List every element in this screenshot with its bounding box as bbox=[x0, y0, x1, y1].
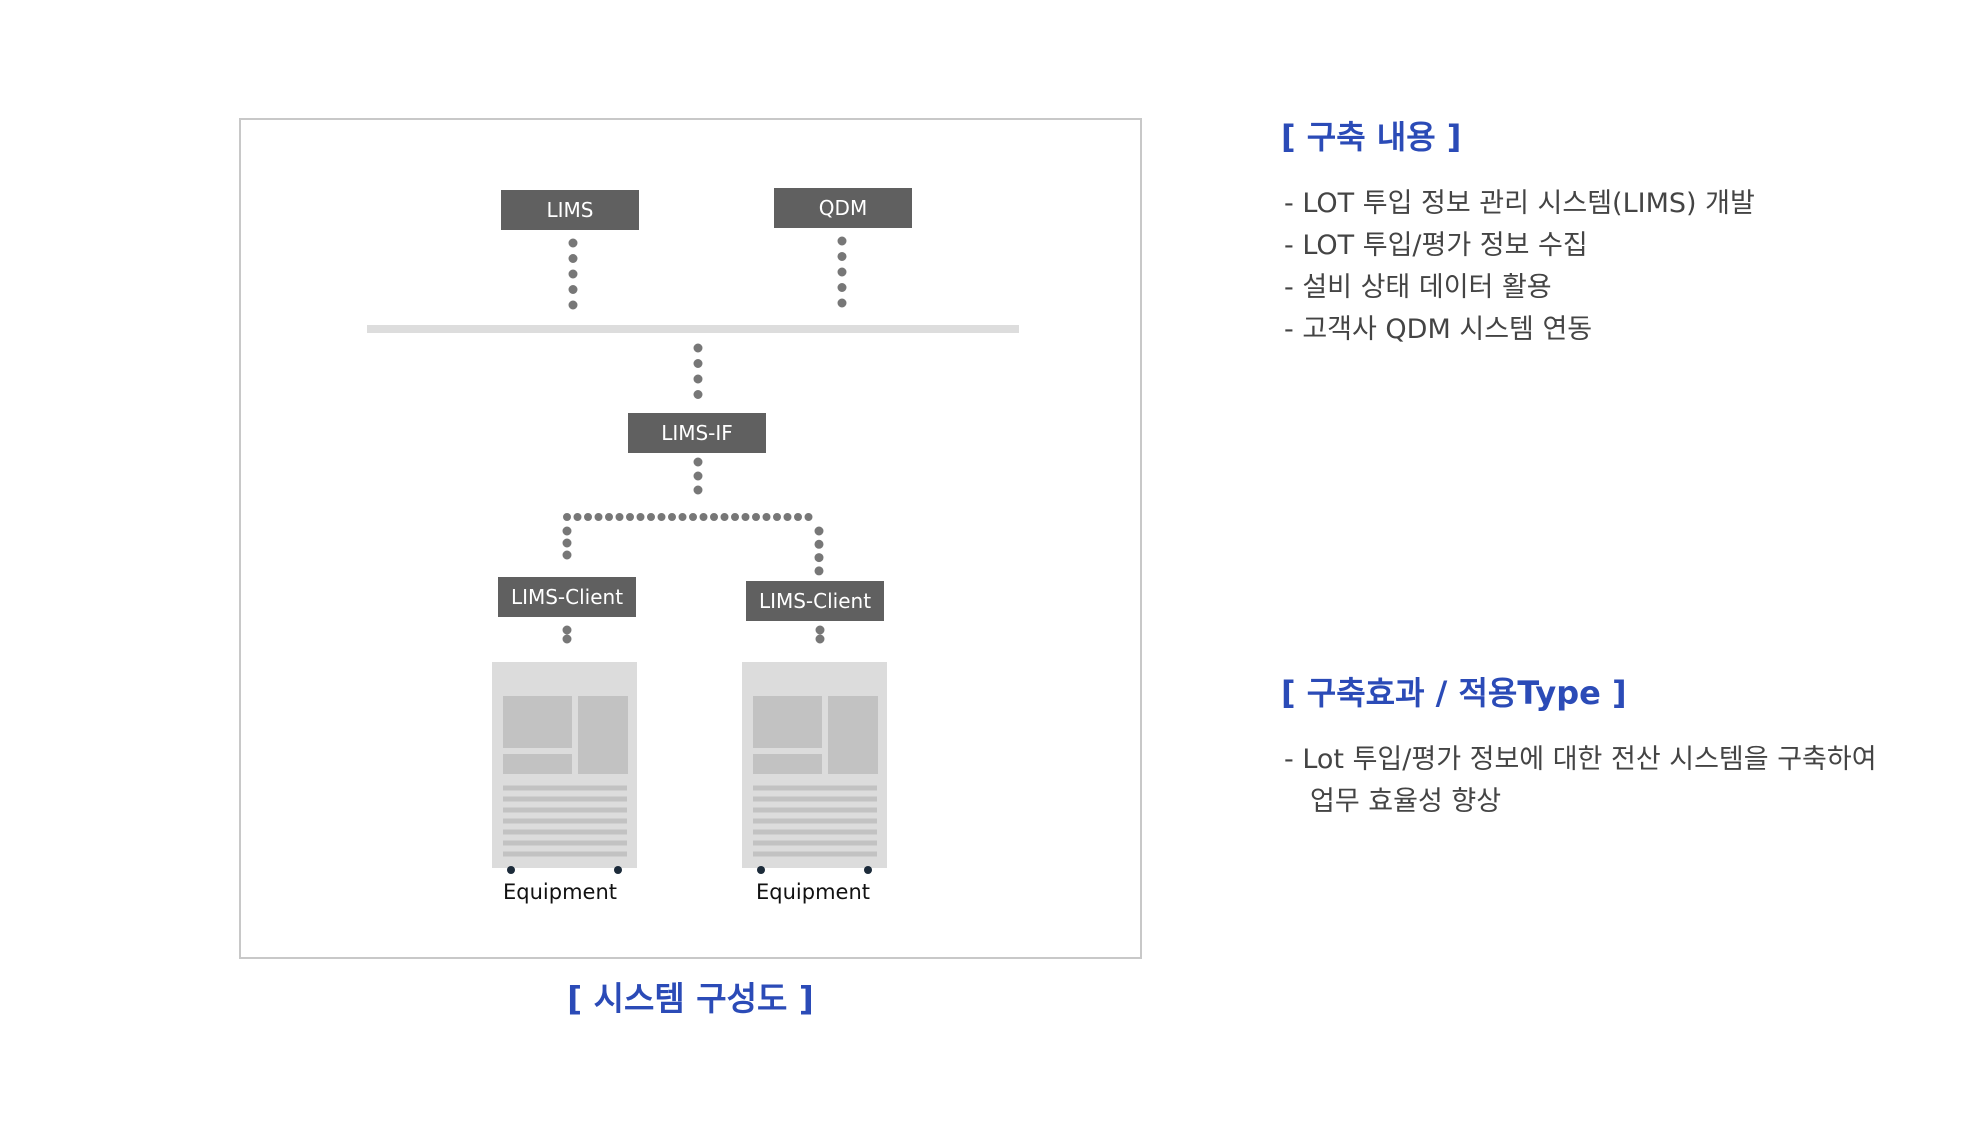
network-bus bbox=[367, 325, 1019, 333]
effect-line-2: 업무 효율성 향상 bbox=[1310, 786, 1502, 817]
effect-line-1: - Lot 투입/평가 정보에 대한 전산 시스템을 구축하여 bbox=[1284, 744, 1877, 775]
content-item-2: - LOT 투입/평가 정보 수집 bbox=[1284, 230, 1588, 261]
content-item-4: - 고객사 QDM 시스템 연동 bbox=[1284, 314, 1593, 345]
node-lims-client-left: LIMS-Client bbox=[498, 577, 636, 617]
node-lims-if: LIMS-IF bbox=[628, 413, 766, 453]
diagram-frame bbox=[239, 118, 1142, 959]
equipment-label-left: Equipment bbox=[503, 880, 617, 904]
effect-section-title: [ 구축효과 / 적용Type ] bbox=[1281, 674, 1627, 712]
node-lims-client-right-label: LIMS-Client bbox=[758, 589, 872, 613]
node-qdm-label: QDM bbox=[818, 196, 868, 220]
node-lims-label: LIMS bbox=[546, 198, 594, 222]
node-lims-client-left-label: LIMS-Client bbox=[510, 585, 624, 609]
equipment-icon-right bbox=[742, 662, 887, 874]
node-lims-client-right: LIMS-Client bbox=[746, 581, 884, 621]
node-lims: LIMS bbox=[501, 190, 639, 230]
diagram-caption: [ 시스템 구성도 ] bbox=[567, 979, 814, 1018]
node-qdm: QDM bbox=[774, 188, 912, 228]
equipment-label-right: Equipment bbox=[756, 880, 870, 904]
node-lims-if-label: LIMS-IF bbox=[661, 421, 733, 445]
content-item-1: - LOT 투입 정보 관리 시스템(LIMS) 개발 bbox=[1284, 188, 1755, 219]
content-item-3: - 설비 상태 데이터 활용 bbox=[1284, 272, 1552, 303]
content-section-title: [ 구축 내용 ] bbox=[1281, 118, 1462, 156]
equipment-icon-left bbox=[492, 662, 637, 874]
